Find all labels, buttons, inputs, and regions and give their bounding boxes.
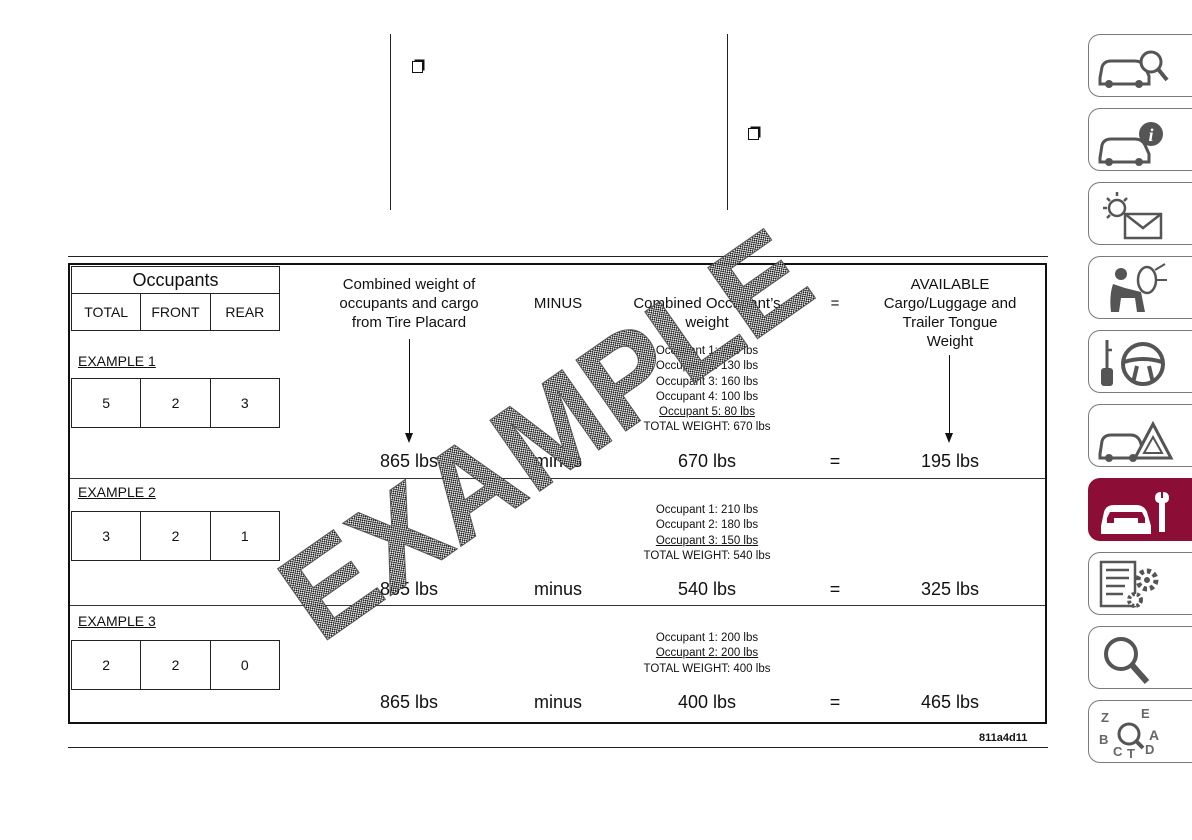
- available-header: AVAILABLE Cargo/Luggage and Trailer Tong…: [883, 276, 1017, 350]
- tab-getting-to-know[interactable]: i: [1088, 108, 1192, 171]
- example-1-minus: minus: [533, 451, 583, 471]
- column-divider-1: [390, 34, 391, 210]
- example-2-occupant-list: Occupant 1: 210 lbs Occupant 2: 180 lbs …: [643, 504, 771, 562]
- col-total: TOTAL: [70, 293, 142, 331]
- example-1-combined: 865 lbs: [379, 451, 439, 471]
- example-3-total: 2: [70, 640, 142, 690]
- car-info-icon: i: [1098, 122, 1163, 166]
- minus-header: MINUS: [533, 295, 583, 312]
- svg-text:B: B: [1099, 732, 1108, 747]
- svg-text:T: T: [1127, 746, 1135, 760]
- svg-text:D: D: [1145, 742, 1154, 757]
- example-3-available: 465 lbs: [920, 692, 980, 712]
- row-separator: [70, 478, 1045, 479]
- svg-text:Z: Z: [1101, 710, 1109, 725]
- down-arrow-icon: [409, 339, 410, 435]
- example-3-occupant-list: Occupant 1: 200 lbs Occupant 2: 200 lbs …: [643, 632, 771, 675]
- tab-technical-specifications[interactable]: [1088, 552, 1192, 615]
- tab-in-emergency[interactable]: [1088, 404, 1192, 467]
- col-rear: REAR: [209, 293, 281, 331]
- top-rule: [68, 256, 1048, 257]
- car-wrench-icon: [1101, 492, 1169, 534]
- example-2-minus: minus: [533, 579, 583, 599]
- equals-header: =: [830, 295, 840, 312]
- example-1-equals: =: [829, 451, 841, 471]
- bullet-icon: [412, 61, 423, 73]
- example-2-equals: =: [829, 579, 841, 599]
- svg-text:C: C: [1113, 744, 1123, 759]
- tab-knowing-your-vehicle[interactable]: [1088, 34, 1192, 97]
- example-3-occupant-total: 400 lbs: [677, 692, 737, 712]
- tab-safety[interactable]: [1088, 256, 1192, 319]
- column-divider-2: [727, 34, 728, 210]
- airbag-passenger-icon: [1110, 263, 1167, 312]
- svg-text:A: A: [1149, 727, 1159, 743]
- tab-servicing-care[interactable]: [1088, 478, 1192, 541]
- example-1-total: 5: [70, 378, 142, 428]
- example-1-rear: 3: [209, 378, 281, 428]
- svg-text:i: i: [1148, 125, 1153, 145]
- arrowhead-icon: [405, 433, 413, 443]
- svg-text:E: E: [1141, 706, 1150, 721]
- example-3-label: EXAMPLE 3: [78, 613, 156, 629]
- example-2-rear: 1: [209, 511, 281, 561]
- example-2-label: EXAMPLE 2: [78, 484, 156, 500]
- example-3-combined: 865 lbs: [379, 692, 439, 712]
- example-1-label: EXAMPLE 1: [78, 353, 156, 369]
- example-2-available: 325 lbs: [920, 579, 980, 599]
- example-2-total: 3: [70, 511, 142, 561]
- down-arrow-icon: [949, 355, 950, 435]
- example-3-minus: minus: [533, 692, 583, 712]
- warning-light-message-icon: [1103, 192, 1163, 240]
- example-3-front: 2: [140, 640, 211, 690]
- example-1-occupants: 5 2 3: [70, 378, 281, 428]
- example-2-occupant-total: 540 lbs: [677, 579, 737, 599]
- row-separator: [70, 605, 1045, 606]
- col-front: FRONT: [140, 293, 211, 331]
- car-breakdown-warning-icon: [1098, 420, 1174, 462]
- alphabetical-index-icon: Z E B A C T D: [1099, 706, 1159, 760]
- occupants-table: Occupants TOTAL FRONT REAR: [70, 266, 281, 331]
- tire-load-example-figure: Occupants TOTAL FRONT REAR Combined weig…: [68, 263, 1047, 724]
- example-1-available: 195 lbs: [920, 451, 980, 471]
- figure-id: 811a4d11: [979, 732, 1028, 744]
- example-3-equals: =: [829, 692, 841, 712]
- key-steering-wheel-icon: [1101, 340, 1165, 386]
- occupant-weight-header: Combined Occupant’s weight: [633, 295, 781, 331]
- tab-contents[interactable]: [1088, 626, 1192, 689]
- occupants-title: Occupants: [71, 266, 280, 294]
- example-2-front: 2: [140, 511, 211, 561]
- tab-warning-lights[interactable]: [1088, 182, 1192, 245]
- combined-weight-header: Combined weight of occupants and cargo f…: [339, 276, 479, 331]
- search-icon: [1104, 637, 1150, 684]
- specifications-gears-icon: [1099, 560, 1159, 608]
- example-3-occupants: 2 2 0: [70, 640, 281, 690]
- example-1-front: 2: [140, 378, 211, 428]
- example-2-combined: 865 lbs: [379, 579, 439, 599]
- example-3-rear: 0: [209, 640, 281, 690]
- bullet-icon: [748, 128, 759, 140]
- tab-starting-driving[interactable]: [1088, 330, 1192, 393]
- example-1-occupant-list: Occupant 1: 200 lbs Occupant 2: 130 lbs …: [643, 345, 771, 434]
- example-1-occupant-total: 670 lbs: [677, 451, 737, 471]
- arrowhead-icon: [945, 433, 953, 443]
- tab-index[interactable]: Z E B A C T D: [1088, 700, 1192, 763]
- car-magnifier-icon: [1098, 50, 1169, 88]
- example-2-occupants: 3 2 1: [70, 511, 281, 561]
- bottom-rule: [68, 747, 1048, 748]
